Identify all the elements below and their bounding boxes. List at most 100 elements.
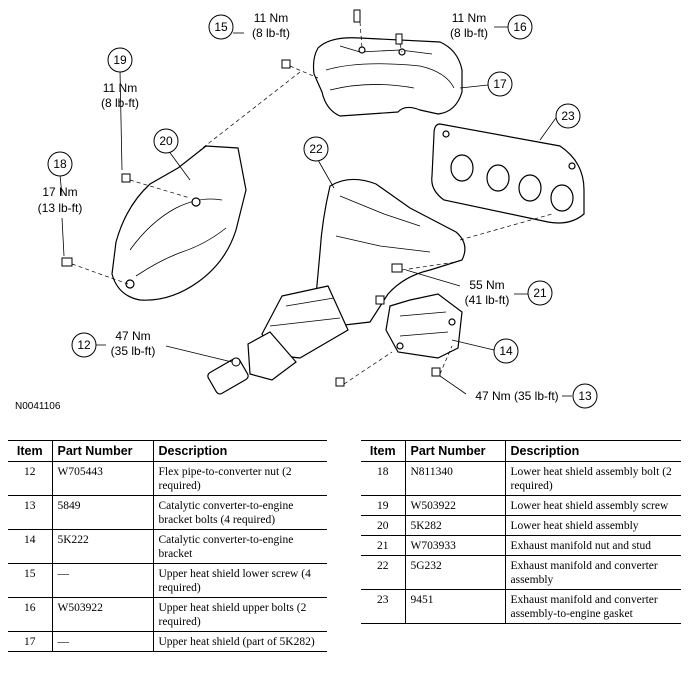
assembly-dash-lines [71, 21, 553, 385]
part-number-cell: 5K222 [52, 529, 154, 564]
header-description: Description [153, 440, 327, 462]
torque-imperial: (8 lb-ft) [101, 96, 139, 110]
description-cell: Exhaust manifold nut and stud [505, 535, 681, 556]
converter-bracket [385, 293, 463, 359]
leader-lines [59, 26, 572, 397]
description-cell: Upper heat shield lower screw (4 require… [153, 563, 327, 598]
callout-21: 21 55 Nm (41 lb-ft) [465, 278, 553, 307]
torque-spec: 47 Nm (35 lb-ft) [475, 389, 558, 403]
callout-16: 16 11 Nm (8 lb-ft) [450, 11, 533, 40]
parts-table-left: Item Part Number Description 12 W705443 … [8, 440, 327, 652]
torque-metric: 11 Nm [452, 11, 486, 25]
item-cell: 17 [8, 631, 53, 652]
torque-metric: 17 Nm [42, 185, 77, 199]
part-number-cell: W503922 [52, 597, 154, 632]
description-cell: Lower heat shield assembly screw [505, 495, 681, 516]
torque-metric: 55 Nm [469, 278, 504, 292]
torque-imperial: (35 lb-ft) [111, 344, 156, 358]
callout-number: 14 [499, 344, 513, 358]
part-number-cell: 5849 [52, 495, 154, 530]
description-cell: Flex pipe-to-converter nut (2 required) [153, 461, 327, 496]
table-row: 12 W705443 Flex pipe-to-converter nut (2… [8, 461, 327, 496]
upper-heat-shield [312, 37, 463, 117]
torque-metric: 11 Nm [103, 81, 137, 95]
item-cell: 23 [361, 589, 406, 624]
item-cell: 19 [361, 495, 406, 516]
callout-number: 17 [493, 77, 507, 91]
callout-number: 20 [159, 134, 173, 148]
callout-23: 23 [555, 103, 581, 129]
table-header-row: Item Part Number Description [361, 440, 681, 462]
header-description: Description [505, 440, 681, 462]
table-row: 20 5K282 Lower heat shield assembly [361, 515, 681, 536]
torque-metric: 47 Nm [115, 329, 150, 343]
figure-id: N0041106 [15, 401, 61, 412]
item-cell: 22 [361, 555, 406, 590]
table-row: 21 W703933 Exhaust manifold nut and stud [361, 535, 681, 556]
exhaust-manifold-and-converter [207, 178, 466, 395]
item-cell: 14 [8, 529, 53, 564]
header-part-number: Part Number [405, 440, 506, 462]
description-cell: Catalytic converter-to-engine bracket [153, 529, 327, 564]
table-row: 16 W503922 Upper heat shield upper bolts… [8, 597, 327, 632]
description-cell: Lower heat shield assembly bolt (2 requi… [505, 461, 681, 496]
table-row: 19 W503922 Lower heat shield assembly sc… [361, 495, 681, 516]
torque-imperial: (13 lb-ft) [38, 201, 83, 215]
callout-number: 18 [53, 157, 67, 171]
table-header-row: Item Part Number Description [8, 440, 327, 462]
part-number-cell: N811340 [405, 461, 506, 496]
part-number-cell: W503922 [405, 495, 506, 516]
callout-number: 16 [513, 20, 527, 34]
callout-number: 21 [533, 286, 547, 300]
description-cell: Exhaust manifold and converter assembly-… [505, 589, 681, 624]
item-cell: 12 [8, 461, 53, 496]
table-row: 15 — Upper heat shield lower screw (4 re… [8, 563, 327, 598]
exhaust-manifold-diagram: 15 11 Nm (8 lb-ft) 16 11 Nm (8 lb-ft) 17… [38, 9, 598, 409]
item-cell: 15 [8, 563, 53, 598]
callout-15: 15 11 Nm (8 lb-ft) [208, 11, 290, 40]
table-row: 18 N811340 Lower heat shield assembly bo… [361, 461, 681, 496]
part-number-cell: W703933 [405, 535, 506, 556]
parts-table-right: Item Part Number Description 18 N811340 … [361, 440, 681, 624]
description-cell: Upper heat shield (part of 5K282) [153, 631, 327, 652]
item-cell: 16 [8, 597, 53, 632]
callout-22: 22 [303, 136, 329, 162]
part-number-cell: 5K282 [405, 515, 506, 536]
table-row: 17 — Upper heat shield (part of 5K282) [8, 631, 327, 652]
torque-imperial: (8 lb-ft) [252, 26, 290, 40]
description-cell: Exhaust manifold and converter assembly [505, 555, 681, 590]
item-cell: 18 [361, 461, 406, 496]
description-cell: Catalytic converter-to-engine bracket bo… [153, 495, 327, 530]
callout-19: 19 11 Nm (8 lb-ft) [101, 47, 139, 110]
part-number-cell: — [52, 563, 154, 598]
exhaust-manifold-gasket [431, 123, 585, 224]
table-row: 23 9451 Exhaust manifold and converter a… [361, 589, 681, 624]
item-cell: 20 [361, 515, 406, 536]
header-item: Item [8, 440, 53, 462]
torque-imperial: (8 lb-ft) [450, 26, 488, 40]
part-number-cell: — [52, 631, 154, 652]
callout-17: 17 [487, 71, 513, 97]
item-cell: 13 [8, 495, 53, 530]
description-cell: Upper heat shield upper bolts (2 require… [153, 597, 327, 632]
part-number-cell: 5G232 [405, 555, 506, 590]
description-cell: Lower heat shield assembly [505, 515, 681, 536]
callout-number: 23 [561, 109, 575, 123]
callout-number: 13 [578, 389, 592, 403]
header-item: Item [361, 440, 406, 462]
torque-metric: 11 Nm [254, 11, 288, 25]
header-part-number: Part Number [52, 440, 154, 462]
callout-20: 20 [153, 128, 179, 154]
callout-12: 12 47 Nm (35 lb-ft) [71, 329, 156, 358]
callout-13: 13 47 Nm (35 lb-ft) [475, 383, 598, 409]
lower-heat-shield [111, 145, 247, 301]
callout-number: 12 [77, 338, 91, 352]
part-number-cell: W705443 [52, 461, 154, 496]
table-row: 22 5G232 Exhaust manifold and converter … [361, 555, 681, 590]
callout-number: 15 [214, 20, 228, 34]
callout-number: 19 [113, 53, 127, 67]
part-number-cell: 9451 [405, 589, 506, 624]
torque-imperial: (41 lb-ft) [465, 293, 510, 307]
callout-14: 14 [493, 338, 519, 364]
callout-18: 18 17 Nm (13 lb-ft) [38, 151, 83, 215]
